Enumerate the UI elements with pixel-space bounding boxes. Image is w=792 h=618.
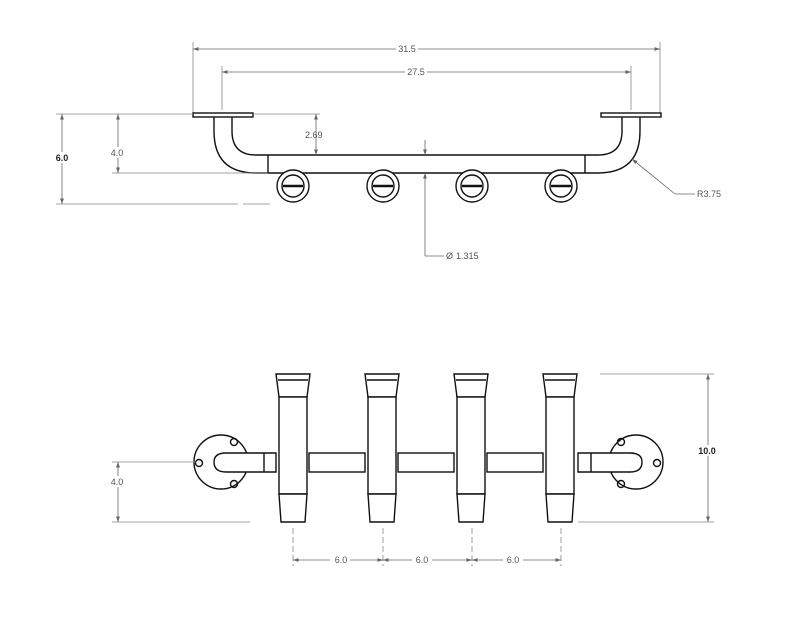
- rod-holder-3: [453, 373, 489, 523]
- dim-bend-offset: 2.69: [253, 113, 323, 155]
- mount-height-label: 4.0: [111, 477, 124, 487]
- total-height-label: 6.0: [56, 153, 69, 163]
- bend-radius-label: R3.75: [697, 189, 721, 199]
- diameter-symbol: Ø: [446, 251, 453, 261]
- right-flange: [600, 112, 662, 118]
- spacing-1-label: 6.0: [335, 555, 348, 565]
- dim-holder-length: 10.0: [578, 373, 721, 523]
- spacing-3-label: 6.0: [507, 555, 520, 565]
- dim-riser-height: 4.0: [106, 113, 268, 174]
- bent-tube: [213, 117, 641, 174]
- rod-holders: [275, 373, 578, 523]
- dim-flange-spacing: 27.5: [221, 66, 632, 110]
- riser-height-label: 4.0: [111, 148, 124, 158]
- dim-holder-spacing: 6.0 6.0 6.0: [292, 528, 562, 566]
- rod-holder-1: [275, 373, 311, 523]
- holder-ends: [276, 169, 578, 203]
- spacing-2-label: 6.0: [416, 555, 429, 565]
- rod-holder-4: [542, 373, 578, 523]
- cross-tube: [213, 452, 643, 473]
- dim-mount-height: 4.0: [106, 461, 250, 523]
- left-flange: [192, 112, 254, 118]
- tube-diameter-label: 1.315: [456, 251, 479, 261]
- dim-bend-radius: R3.75: [631, 158, 721, 199]
- flange-spacing-label: 27.5: [407, 67, 425, 77]
- dim-tube-diameter: Ø 1.315: [423, 140, 479, 261]
- holder-end-2: [366, 169, 400, 203]
- overall-width-label: 31.5: [398, 44, 416, 54]
- holder-end-1: [276, 169, 310, 203]
- top-view: 31.5 27.5: [51, 42, 721, 261]
- holder-end-4: [544, 169, 578, 203]
- holder-end-3: [455, 169, 489, 203]
- bend-offset-label: 2.69: [305, 130, 323, 140]
- front-view: 10.0 4.0 6.0 6.0 6.0: [106, 373, 721, 566]
- dim-overall-width: 31.5: [192, 42, 661, 114]
- dim-total-height: 6.0: [51, 113, 270, 205]
- holder-length-label: 10.0: [698, 446, 716, 456]
- rod-holder-2: [364, 373, 400, 523]
